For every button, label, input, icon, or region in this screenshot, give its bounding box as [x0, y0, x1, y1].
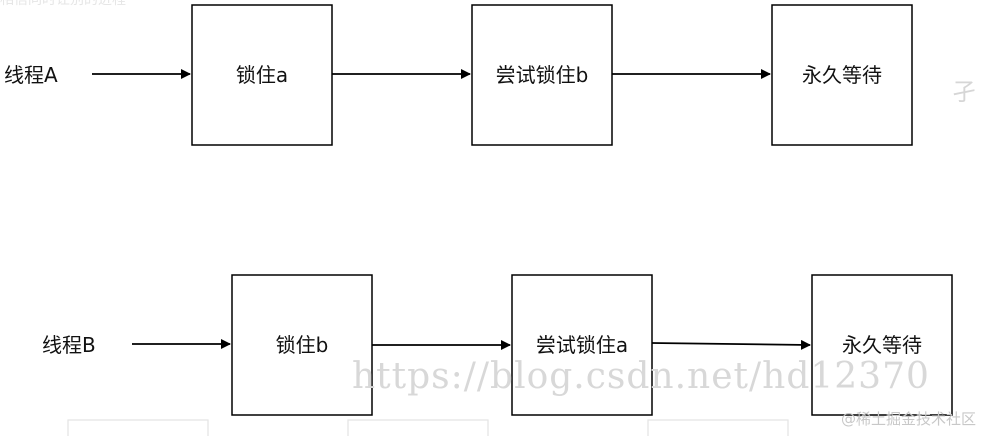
node-b-try-lock-a-label: 尝试锁住a [536, 333, 628, 357]
arrow-b-2 [651, 339, 811, 350]
url-watermark: https://blog.csdn.net/hd12370 [352, 356, 930, 397]
node-a-lock-a [191, 4, 333, 146]
thread-b-label: 线程B [42, 333, 96, 357]
ghost-box-3 [647, 419, 789, 436]
ghost-box-2 [347, 419, 489, 436]
ghost-box-1 [67, 419, 209, 436]
thread-a-label: 线程A [4, 63, 58, 87]
node-a-try-lock-b-label: 尝试锁住b [496, 63, 589, 87]
source-badge: @稀土掘金技术社区 [841, 410, 976, 428]
node-b-try-lock-a [511, 274, 653, 416]
node-a-wait-forever-label: 永久等待 [802, 63, 882, 87]
node-a-wait-forever [771, 4, 913, 146]
node-b-lock-b-label: 锁住b [276, 333, 329, 357]
side-glyph: 孑 [952, 78, 976, 106]
node-a-try-lock-b [471, 4, 613, 146]
flow-thread-a: 线程A 锁住a 尝试锁住b 永久等待 [4, 4, 913, 146]
node-b-wait-forever [811, 274, 953, 416]
node-b-wait-forever-label: 永久等待 [842, 333, 922, 357]
top-faint-text: 相信同时让别的进程 [0, 0, 126, 8]
node-a-lock-a-label: 锁住a [236, 63, 288, 87]
node-b-lock-b [231, 274, 373, 416]
flow-thread-b: 线程B 锁住b 尝试锁住a 永久等待 [42, 274, 953, 416]
